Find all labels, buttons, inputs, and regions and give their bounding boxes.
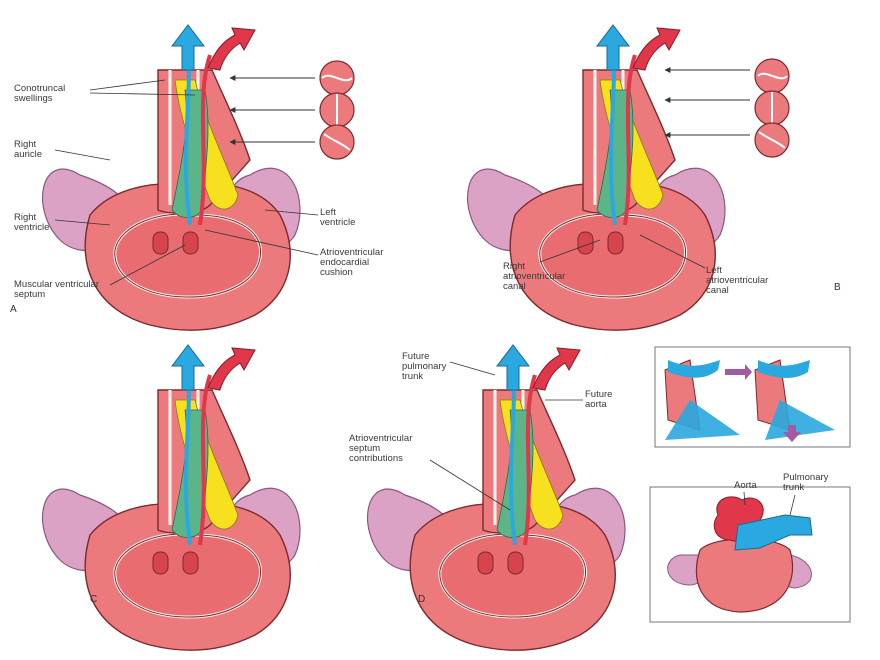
inset-spiral-septum	[654, 346, 851, 448]
panel-a	[40, 23, 355, 333]
label-future-pulmonary-trunk: Future pulmonary trunk	[402, 351, 447, 382]
label-pulmonary-trunk: Pulmonary trunk	[783, 472, 829, 493]
label-muscular-ventricular-septum: Muscular ventricular septum	[14, 279, 99, 300]
inset-great-arteries	[649, 486, 851, 623]
panel-letter-d: D	[418, 594, 426, 605]
label-right-auricle: Right auricle	[14, 139, 42, 160]
label-aorta: Aorta	[734, 480, 757, 491]
panel-d	[365, 343, 627, 653]
label-left-av-canal: Left atrioventricular canal	[706, 265, 769, 296]
panel-c	[40, 343, 302, 653]
panel-b	[465, 23, 790, 333]
label-future-aorta: Future aorta	[585, 389, 613, 410]
cross-sections-a	[229, 60, 355, 160]
panel-letter-b: B	[834, 282, 841, 293]
label-left-ventricle: Left ventricle	[320, 207, 356, 228]
cross-sections-b	[664, 58, 790, 158]
label-right-av-canal: Right atrioventricular canal	[503, 261, 566, 292]
label-right-ventricle: Right ventricle	[14, 212, 50, 233]
leader-lines-d	[429, 361, 583, 511]
leader-lines-b	[539, 234, 706, 269]
label-av-septum-contributions: Atrioventricular septum contributions	[349, 433, 413, 464]
label-conotruncal-swellings: Conotruncal swellings	[14, 83, 66, 104]
panel-letter-c: C	[90, 594, 98, 605]
heart-illustration-c	[40, 343, 302, 653]
label-av-endocardial-cushion: Atrioventricular endocardial cushion	[320, 247, 384, 278]
panel-letter-a: A	[10, 304, 17, 315]
leader-lines-a	[54, 79, 319, 286]
